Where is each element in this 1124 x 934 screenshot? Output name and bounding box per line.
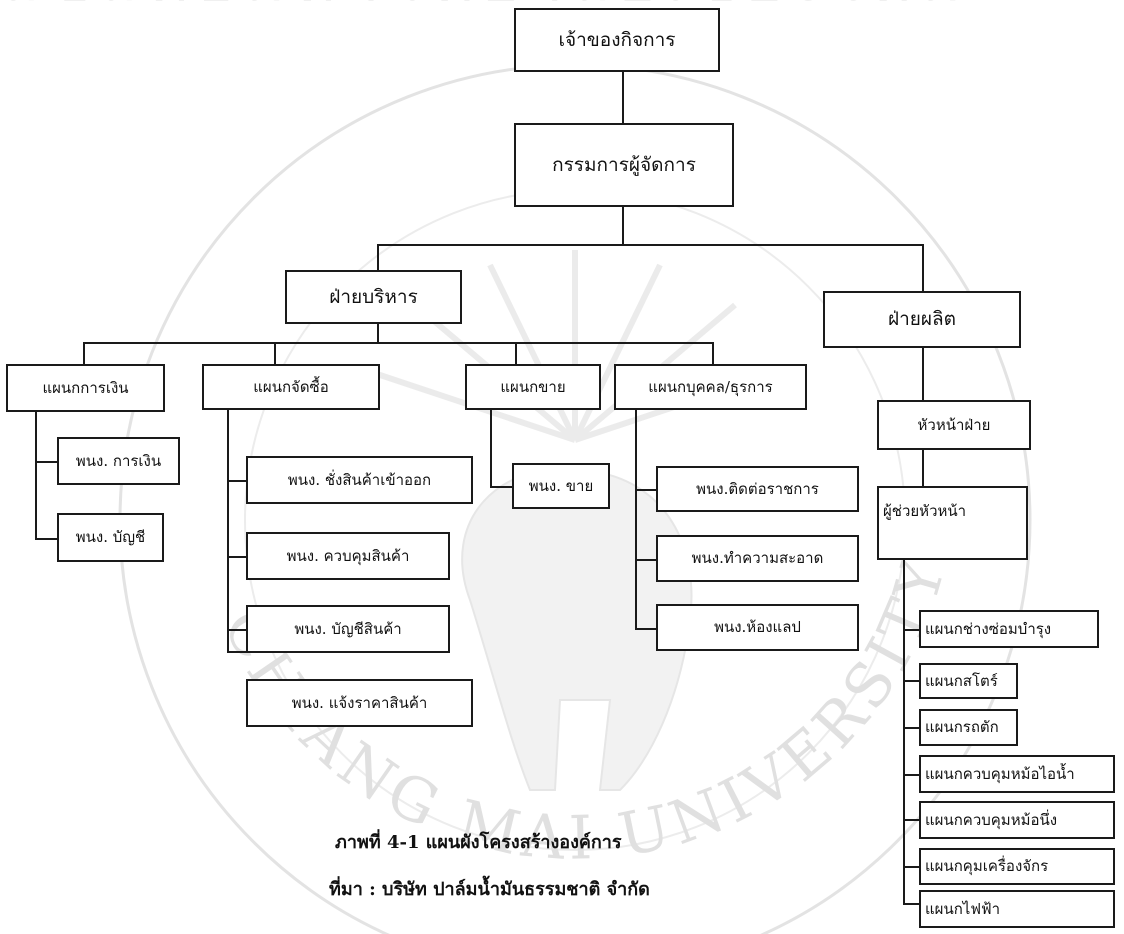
connector — [515, 342, 517, 366]
connector — [490, 486, 513, 488]
connector — [227, 629, 247, 631]
connector — [377, 322, 379, 344]
connector — [227, 651, 247, 653]
connector — [274, 342, 276, 366]
node-goods-account-staff: พนง. บัญชีสินค้า — [246, 605, 450, 653]
node-owner: เจ้าของกิจการ — [514, 8, 720, 72]
connector — [712, 342, 714, 366]
connector — [635, 559, 657, 561]
connector — [903, 629, 921, 631]
connector — [622, 70, 624, 125]
node-gov-contact-staff: พนง.ติดต่อราชการ — [656, 466, 859, 512]
connector — [922, 346, 924, 402]
figure-caption: ภาพที่ 4-1 แผนผังโครงสร้างองค์การ — [335, 832, 622, 853]
node-accounting-staff: พนง. บัญชี — [57, 513, 164, 562]
connector — [227, 480, 247, 482]
node-electric-dept: แผนกไฟฟ้า — [919, 890, 1115, 928]
node-price-notify-staff-visible: พนง. แจ้งราคาสินค้า — [246, 679, 473, 727]
connector — [622, 205, 624, 245]
connector — [377, 244, 379, 271]
connector — [35, 538, 58, 540]
node-cleaning-staff: พนง.ทำความสะอาด — [656, 535, 859, 582]
node-hr-dept: แผนกบุคคล/ธุรการ — [614, 364, 807, 410]
node-purchasing-dept: แผนกจัดซื้อ — [202, 364, 380, 410]
connector — [83, 342, 714, 344]
node-finance-staff: พนง. การเงิน — [57, 437, 180, 485]
connector — [922, 244, 924, 292]
node-maintenance-dept: แผนกช่างซ่อมบำรุง — [919, 610, 1099, 648]
connector — [903, 819, 921, 821]
node-store-dept: แผนกสโตร์ — [919, 663, 1018, 699]
source-caption: ที่มา : บริษัท ปาล์มน้ำมันธรรมชาติ จำกัด — [329, 879, 650, 900]
node-finance-dept: แผนกการเงิน — [6, 364, 165, 412]
node-lab-staff: พนง.ห้องแลป — [656, 604, 859, 651]
connector — [903, 866, 921, 868]
connector — [903, 727, 921, 729]
connector — [227, 408, 229, 653]
connector — [377, 244, 924, 246]
node-division-head: หัวหน้าฝ่าย — [877, 400, 1031, 450]
connector — [83, 342, 85, 366]
node-steamer-dept: แผนกควบคุมหม้อนึ่ง — [919, 801, 1115, 839]
connector — [903, 903, 921, 905]
node-machine-dept: แผนกคุมเครื่องจักร — [919, 848, 1115, 885]
node-assistant-head: ผู้ช่วยหัวหน้า — [877, 486, 1028, 560]
node-truck-dept: แผนกรถตัก — [919, 709, 1018, 746]
connector — [490, 408, 492, 488]
connector — [903, 774, 921, 776]
connector — [227, 556, 247, 558]
connector — [35, 410, 37, 540]
node-boiler-dept: แผนกควบคุมหม้อไอน้ำ — [919, 755, 1115, 793]
connector — [903, 680, 921, 682]
watermark-top-text: ลิขสิทธิ์มหาวิทยาลัยเชียงใหม่ — [0, 0, 970, 16]
node-goods-control-staff: พนง. ควบคุมสินค้า — [246, 532, 450, 580]
node-goods-inout-staff: พนง. ชั่งสินค้าเข้าออก — [246, 456, 473, 504]
connector — [35, 461, 58, 463]
node-sales-staff: พนง. ขาย — [512, 463, 610, 509]
connector — [635, 489, 657, 491]
connector — [635, 408, 637, 630]
node-managing-director: กรรมการผู้จัดการ — [514, 123, 734, 207]
connector — [635, 628, 657, 630]
connector — [922, 448, 924, 488]
node-admin-division: ฝ่ายบริหาร — [285, 270, 462, 324]
node-sales-dept: แผนกขาย — [465, 364, 601, 410]
node-production-division: ฝ่ายผลิต — [823, 291, 1021, 348]
connector — [903, 558, 905, 905]
